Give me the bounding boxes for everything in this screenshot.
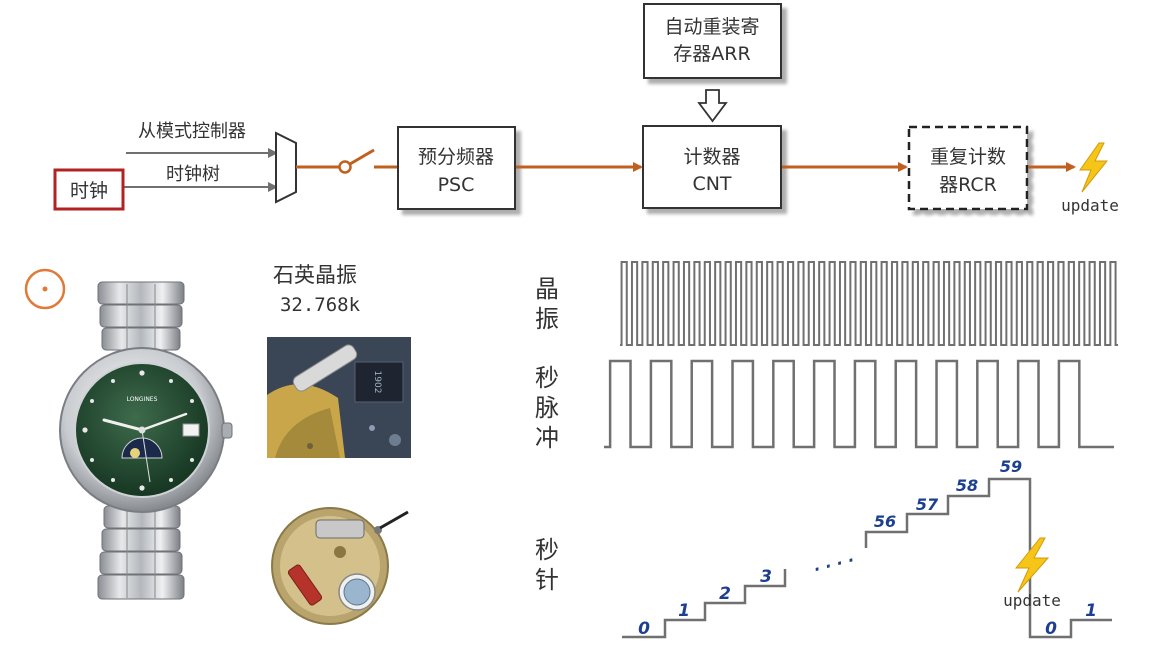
arr-label-line2: 存器ARR bbox=[673, 43, 750, 65]
crystal-waveform bbox=[620, 261, 1118, 346]
step-label-3: 3 bbox=[760, 567, 772, 587]
crystal-frequency: 32.768k bbox=[280, 294, 361, 316]
watch-brand: LONGINES bbox=[127, 396, 158, 403]
rcr-label-line1: 重复计数 bbox=[930, 146, 1006, 168]
psc-label-line1: 预分频器 bbox=[418, 146, 494, 168]
row-label-second-pulse: 秒 脉 冲 bbox=[535, 364, 559, 452]
cnt-label-line1: 计数器 bbox=[683, 146, 740, 168]
row-label-crystal: 晶 振 bbox=[535, 275, 559, 333]
rcr-label-line2: 器RCR bbox=[939, 174, 997, 196]
arr-register-block: 自动重装寄 存器ARR bbox=[643, 3, 782, 79]
svg-text:晶: 晶 bbox=[535, 275, 559, 303]
step-label-59: 59 bbox=[1000, 457, 1022, 476]
counter-block: 计数器 CNT bbox=[642, 125, 782, 209]
step-label-57: 57 bbox=[916, 495, 939, 514]
second-hand-staircase-high bbox=[864, 477, 1112, 639]
switch-icon bbox=[296, 148, 398, 174]
repetition-counter-block: 重复计数 器RCR bbox=[907, 125, 1029, 211]
step-label-0: 0 bbox=[638, 619, 650, 639]
step-label-reset-1: 1 bbox=[1085, 601, 1097, 621]
cursor-ring-icon bbox=[24, 268, 66, 310]
prescaler-block: 预分频器 PSC bbox=[397, 126, 516, 210]
step-ellipsis: . . . . bbox=[811, 546, 856, 575]
lightning-icon bbox=[1079, 142, 1109, 193]
step-label-2: 2 bbox=[719, 584, 731, 604]
psc-label-line2: PSC bbox=[438, 174, 475, 196]
clock-label: 时钟 bbox=[70, 180, 108, 202]
step-label-reset-0: 0 bbox=[1045, 619, 1057, 639]
svg-text:秒: 秒 bbox=[535, 364, 559, 392]
cnt-label-line2: CNT bbox=[692, 173, 731, 195]
reload-arrow-icon bbox=[697, 89, 728, 123]
step-label-1: 1 bbox=[678, 601, 690, 621]
arr-label-line1: 自动重装寄 bbox=[664, 16, 759, 38]
step-label-58: 58 bbox=[956, 476, 978, 495]
update-label-top: update bbox=[1061, 196, 1119, 215]
watch-illustration: LONGINES bbox=[59, 281, 233, 600]
step-label-56: 56 bbox=[874, 512, 896, 531]
svg-text:针: 针 bbox=[535, 566, 559, 594]
lightning-icon bbox=[1014, 537, 1050, 593]
mux-icon bbox=[275, 131, 297, 204]
clock-source-box: 时钟 bbox=[53, 168, 125, 211]
crystal-title: 石英晶振 bbox=[273, 263, 357, 287]
update-label-bottom: update bbox=[1003, 591, 1061, 610]
svg-text:冲: 冲 bbox=[535, 424, 559, 452]
svg-text:脉: 脉 bbox=[535, 394, 559, 422]
second-hand-staircase-low bbox=[622, 569, 787, 639]
slave-mode-label: 从模式控制器 bbox=[138, 121, 246, 142]
quartz-crystal-photo: 1902 bbox=[267, 337, 411, 458]
svg-text:秒: 秒 bbox=[535, 536, 559, 564]
watch-movement-photo bbox=[271, 507, 409, 625]
second-pulse-waveform bbox=[604, 359, 1114, 449]
svg-text:振: 振 bbox=[535, 305, 559, 333]
svg-text:1902: 1902 bbox=[372, 371, 382, 394]
row-label-second-hand: 秒 针 bbox=[535, 536, 559, 594]
clock-tree-label: 时钟树 bbox=[166, 164, 220, 185]
